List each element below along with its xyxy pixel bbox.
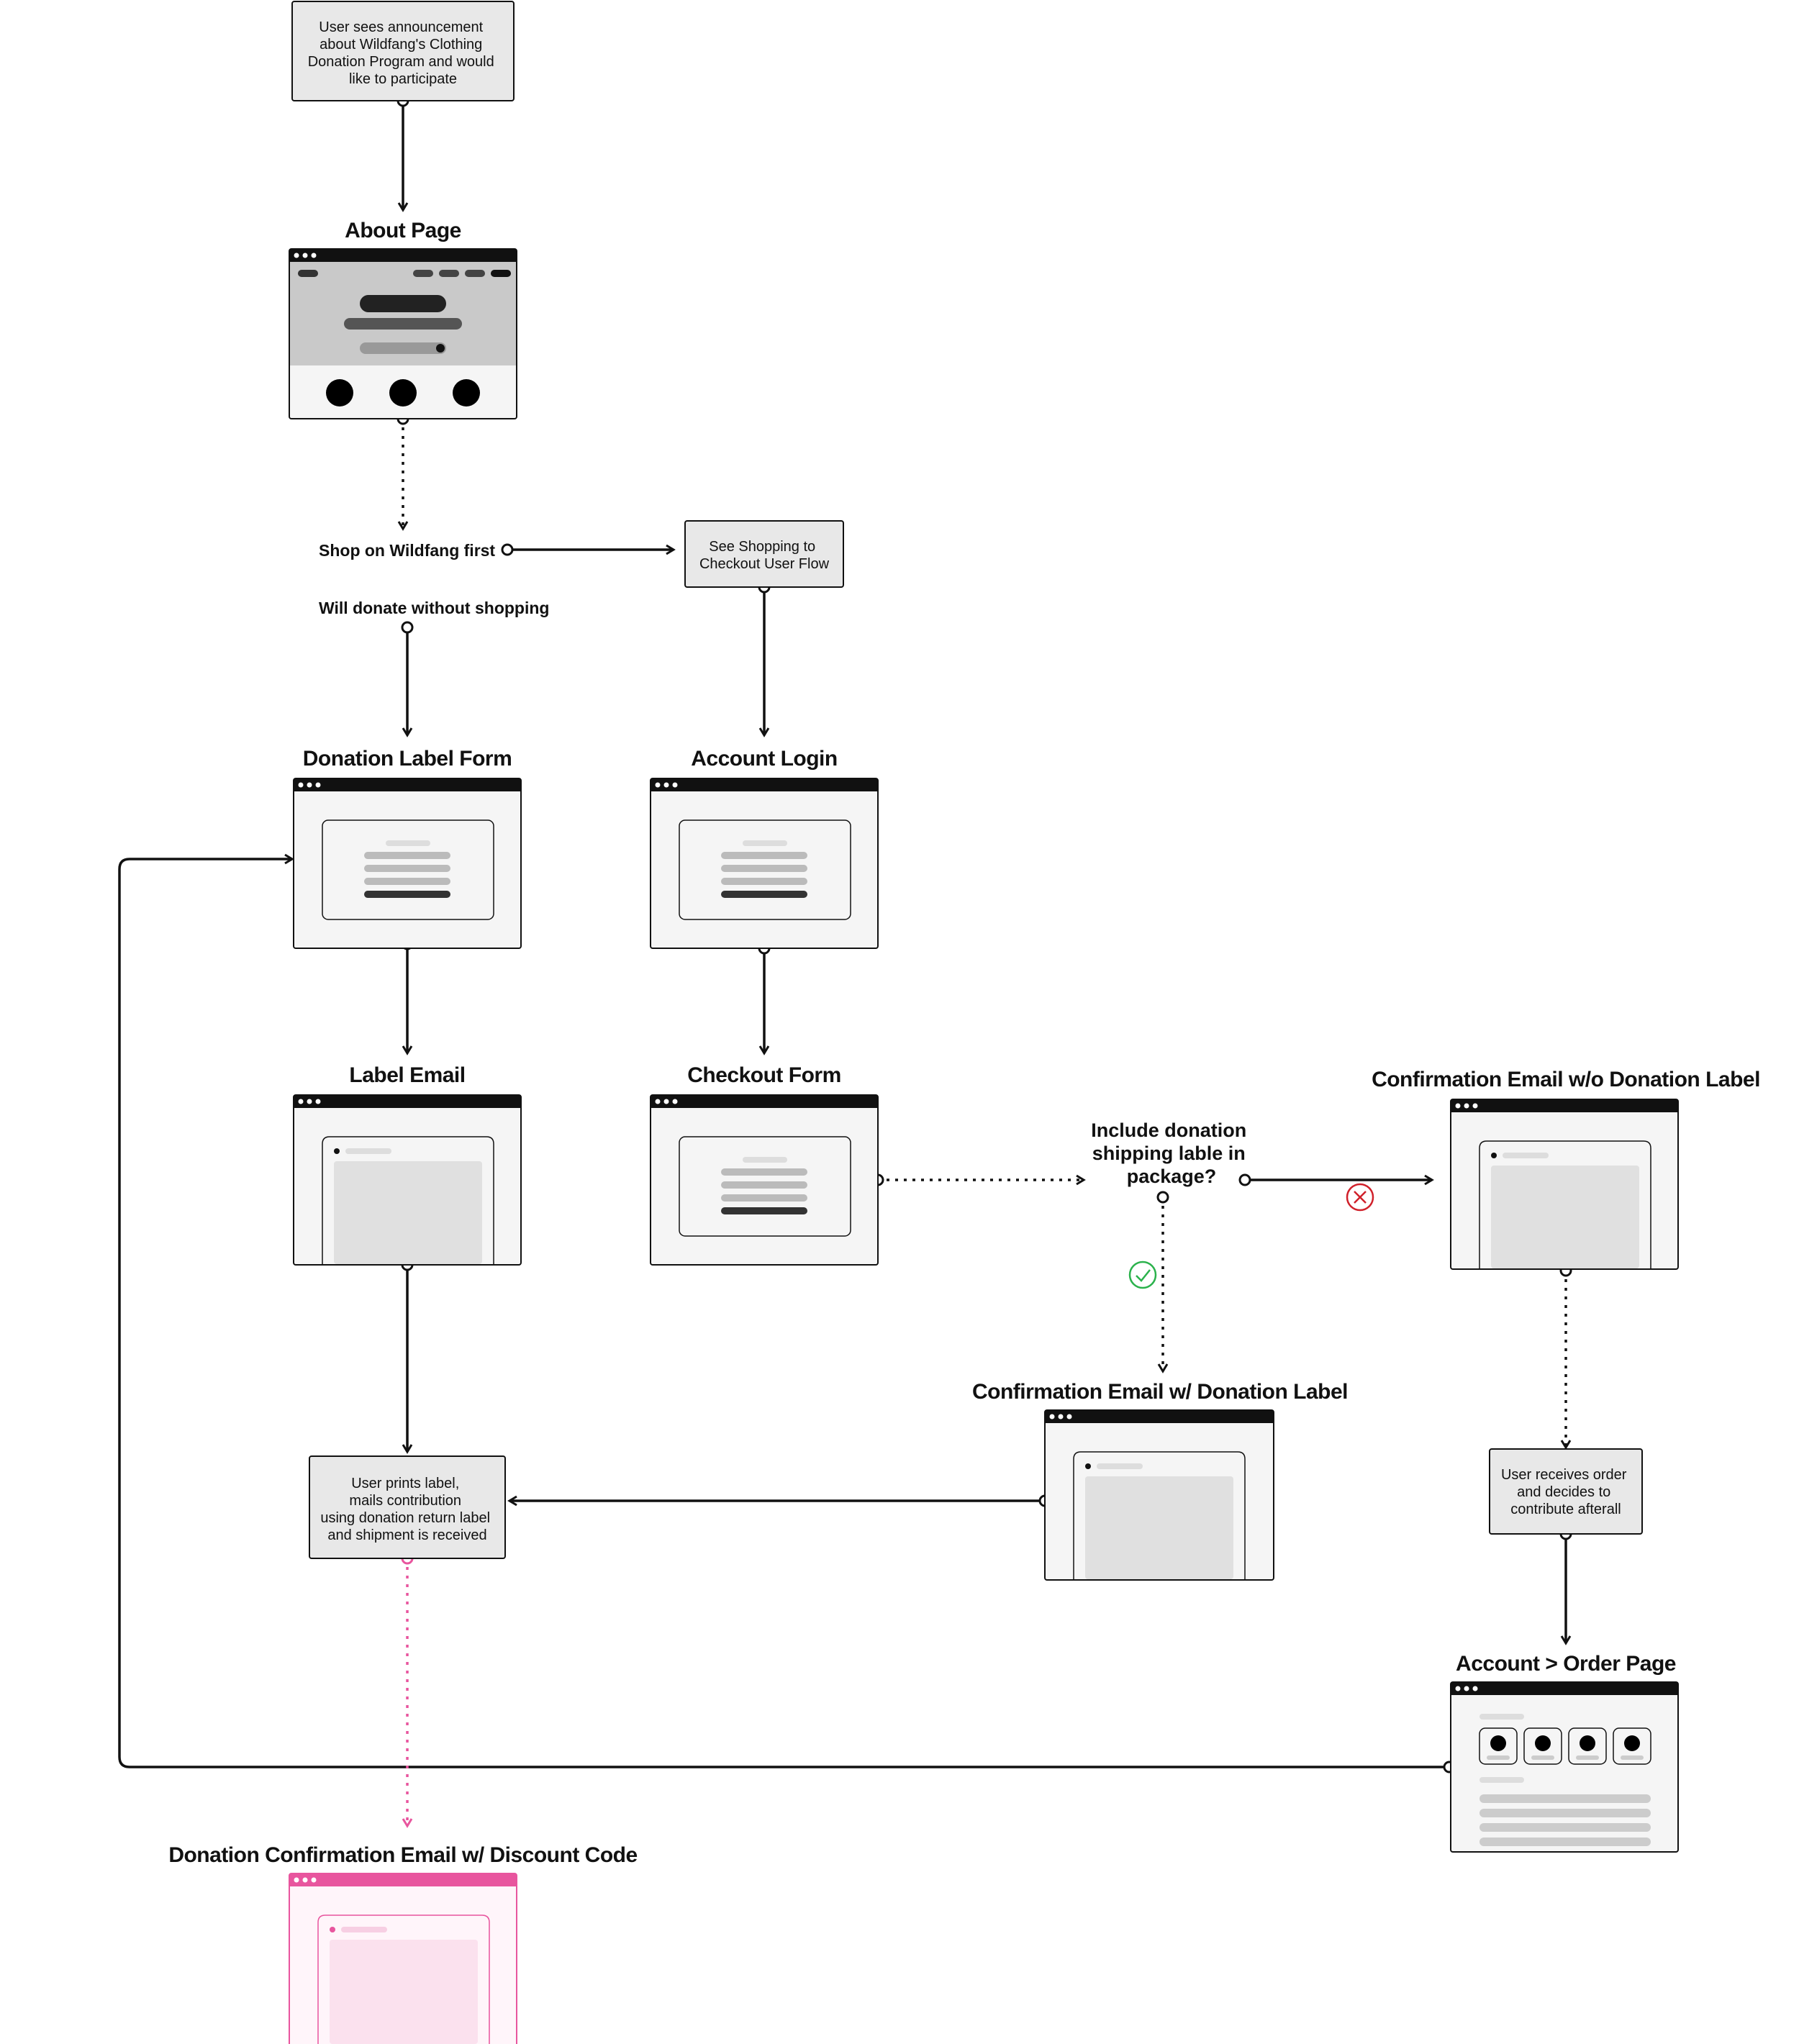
choice-shop-first: Shop on Wildfang first <box>319 541 495 560</box>
svg-text:See Shopping to Checkout: See Shopping to Checkout User Flow <box>699 539 830 572</box>
note-line: like to participate <box>349 71 457 87</box>
connector-endpoints <box>396 94 1572 1773</box>
wireframe-donation-label-form <box>293 778 522 949</box>
screen-title-confirm-without: Confirmation Email w/o Donation Label <box>1372 1068 1760 1091</box>
decision-line: shipping lable in <box>1092 1143 1246 1164</box>
decision-line: Include donation <box>1091 1119 1246 1141</box>
svg-text:User receives order and: User receives order and decides to contr… <box>1501 1467 1631 1517</box>
note-shopping-flow: See Shopping to Checkout User Flow <box>684 520 844 588</box>
wireframe-account-login <box>650 778 879 949</box>
screen-title-account-login: Account Login <box>691 747 837 771</box>
wireframe-checkout-form <box>650 1094 879 1266</box>
note-start: User sees announcement about Wildfang's … <box>291 1 515 101</box>
screen-title-donation-form: Donation Label Form <box>303 747 512 771</box>
note-line: Donation Program and would <box>308 54 494 70</box>
note-line: about Wildfang's Clothing <box>320 37 482 53</box>
note-line: and decides to <box>1517 1484 1610 1500</box>
connectors <box>118 101 1572 1828</box>
screen-title-checkout-form: Checkout Form <box>687 1063 841 1087</box>
note-receives-order: User receives order and decides to contr… <box>1489 1448 1643 1535</box>
note-line: using donation return label <box>320 1510 490 1526</box>
note-line: User sees announcement <box>319 19 483 35</box>
note-line: See Shopping to <box>709 539 815 555</box>
note-line: contribute afterall <box>1510 1502 1621 1517</box>
connector-order-to-donation-form <box>118 853 1449 1768</box>
note-line: Checkout User Flow <box>699 556 830 572</box>
screen-title-order-page: Account > Order Page <box>1456 1652 1676 1676</box>
note-line: mails contribution <box>349 1493 461 1509</box>
screen-title-label-email: Label Email <box>349 1063 465 1087</box>
screen-title-confirm-with: Confirmation Email w/ Donation Label <box>972 1380 1348 1404</box>
note-line: and shipment is received <box>327 1527 486 1543</box>
note-line: User receives order <box>1501 1467 1627 1483</box>
choice-donate-without: Will donate without shopping <box>319 599 549 617</box>
svg-text:User prints label, mails: User prints label, mails contribution us… <box>320 1476 494 1543</box>
screen-title-donation-confirm: Donation Confirmation Email w/ Discount … <box>168 1843 637 1867</box>
wireframe-confirm-without <box>1450 1099 1679 1270</box>
x-icon <box>1346 1183 1374 1212</box>
wireframe-about-page <box>289 248 517 419</box>
note-line: User prints label, <box>351 1476 459 1491</box>
wireframe-order-page <box>1450 1681 1679 1853</box>
wireframe-label-email <box>293 1094 522 1266</box>
note-prints-label: User prints label, mails contribution us… <box>309 1455 506 1559</box>
decision-label: Include donation shipping lable in packa… <box>1091 1119 1252 1187</box>
decision-line: package? <box>1127 1166 1217 1187</box>
check-icon <box>1128 1261 1157 1289</box>
screen-title-about: About Page <box>345 219 461 242</box>
wireframe-donation-confirm <box>289 1873 517 2044</box>
wireframe-confirm-with <box>1044 1409 1274 1581</box>
svg-text:User sees announcement a: User sees announcement about Wildfang's … <box>308 19 499 87</box>
